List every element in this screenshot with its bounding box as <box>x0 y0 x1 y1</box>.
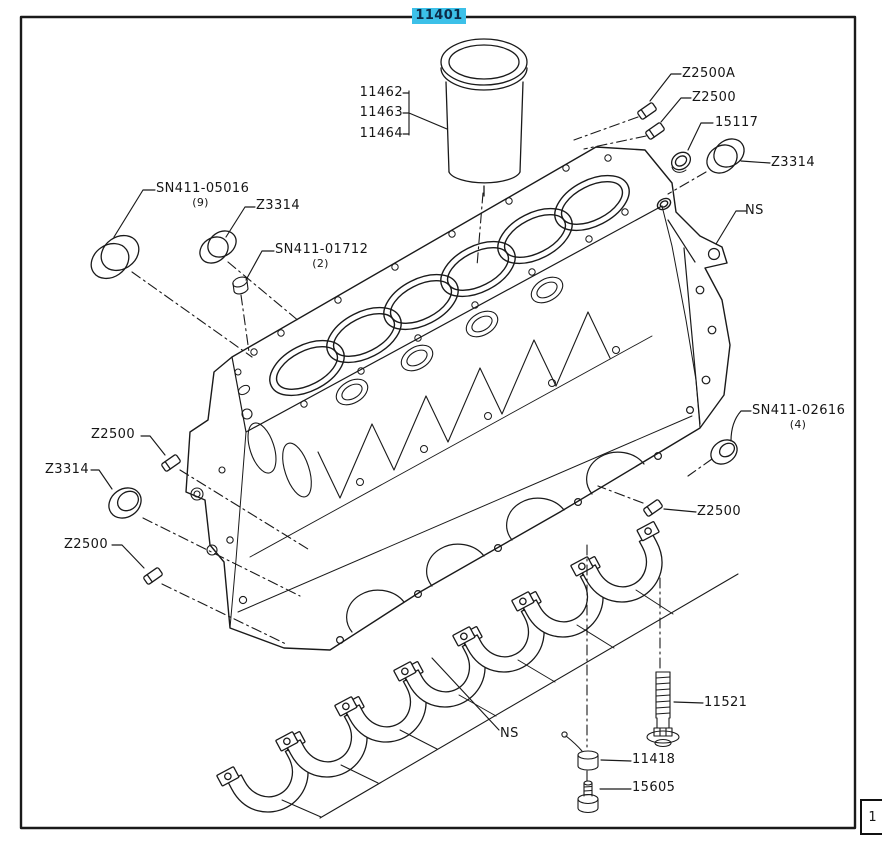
callout-sn411-01712[interactable]: SN411-01712 <box>275 242 369 257</box>
callout-z2500-left-upper[interactable]: Z2500 <box>91 427 135 442</box>
caps-baseline <box>319 573 739 819</box>
dowel-pin-z2500-left-upper <box>161 454 181 472</box>
callout-sn411-02616[interactable]: SN411-02616 <box>752 403 846 418</box>
cylinder-liner <box>440 38 528 197</box>
dowel-pin-z2500-top-right <box>645 122 665 140</box>
oil-jet-11418 <box>561 731 599 771</box>
plug-z3314-top-left <box>199 230 237 264</box>
callout-z3314-right[interactable]: Z3314 <box>771 155 815 170</box>
callout-ns-bottom: NS <box>500 726 519 741</box>
plug-sn411-05016 <box>90 234 140 280</box>
engine-block <box>185 146 731 651</box>
bearing-caps <box>215 520 739 831</box>
leader-lines <box>90 73 771 790</box>
callout-z3314-top-left[interactable]: Z3314 <box>256 198 300 213</box>
callout-11462[interactable]: 11462 <box>359 85 403 100</box>
callout-sn411-05016[interactable]: SN411-05016 <box>156 181 250 196</box>
callout-main-part-11401[interactable]: 11401 <box>412 8 466 24</box>
callout-11463[interactable]: 11463 <box>359 105 403 120</box>
deck-bolt-holes <box>234 154 629 408</box>
callout-z3314-left[interactable]: Z3314 <box>45 462 89 477</box>
callout-z2500-right-lower[interactable]: Z2500 <box>697 504 741 519</box>
callout-15117[interactable]: 15117 <box>715 115 759 130</box>
plug-z3314-right <box>706 138 745 174</box>
cylinder-bores <box>269 174 630 397</box>
dowel-pin-z2500a <box>637 102 657 120</box>
callout-15605[interactable]: 15605 <box>632 780 676 795</box>
callout-sn411-01712-qty: (2) <box>312 257 329 270</box>
main-bearing-bolt-11521 <box>646 671 680 748</box>
bolt-15605 <box>577 780 599 814</box>
seal-z3314-left <box>108 487 142 519</box>
cup-plug-sn411-01712 <box>232 276 249 295</box>
cap-tails <box>281 589 674 818</box>
callout-sn411-02616-qty: (4) <box>789 418 807 431</box>
crankcase-skirt <box>237 335 693 644</box>
callout-sn411-05016-qty: (9) <box>192 196 209 209</box>
callout-11418[interactable]: 11418 <box>632 752 676 767</box>
callout-ns-right: NS <box>745 203 764 218</box>
right-end-bracket <box>667 219 721 425</box>
ring-15117 <box>670 151 692 173</box>
assembly-centerlines <box>131 116 713 782</box>
front-face-bolts <box>356 346 620 486</box>
dowel-pin-z2500-left-lower <box>143 567 163 585</box>
side-ports <box>335 276 564 406</box>
callout-z2500-left-lower[interactable]: Z2500 <box>64 537 108 552</box>
left-end-face <box>190 408 312 605</box>
callout-z2500a[interactable]: Z2500A <box>682 66 736 81</box>
callout-11464[interactable]: 11464 <box>359 126 403 141</box>
callout-11521[interactable]: 11521 <box>704 695 748 710</box>
bearing-cap-1 <box>215 730 329 831</box>
page-number-badge[interactable]: 1 <box>860 799 882 835</box>
dowel-pin-z2500-right-lower <box>643 499 663 517</box>
seal-sn411-02616 <box>710 439 738 465</box>
callout-z2500-top-right[interactable]: Z2500 <box>692 90 736 105</box>
front-face-ribs <box>317 311 611 499</box>
